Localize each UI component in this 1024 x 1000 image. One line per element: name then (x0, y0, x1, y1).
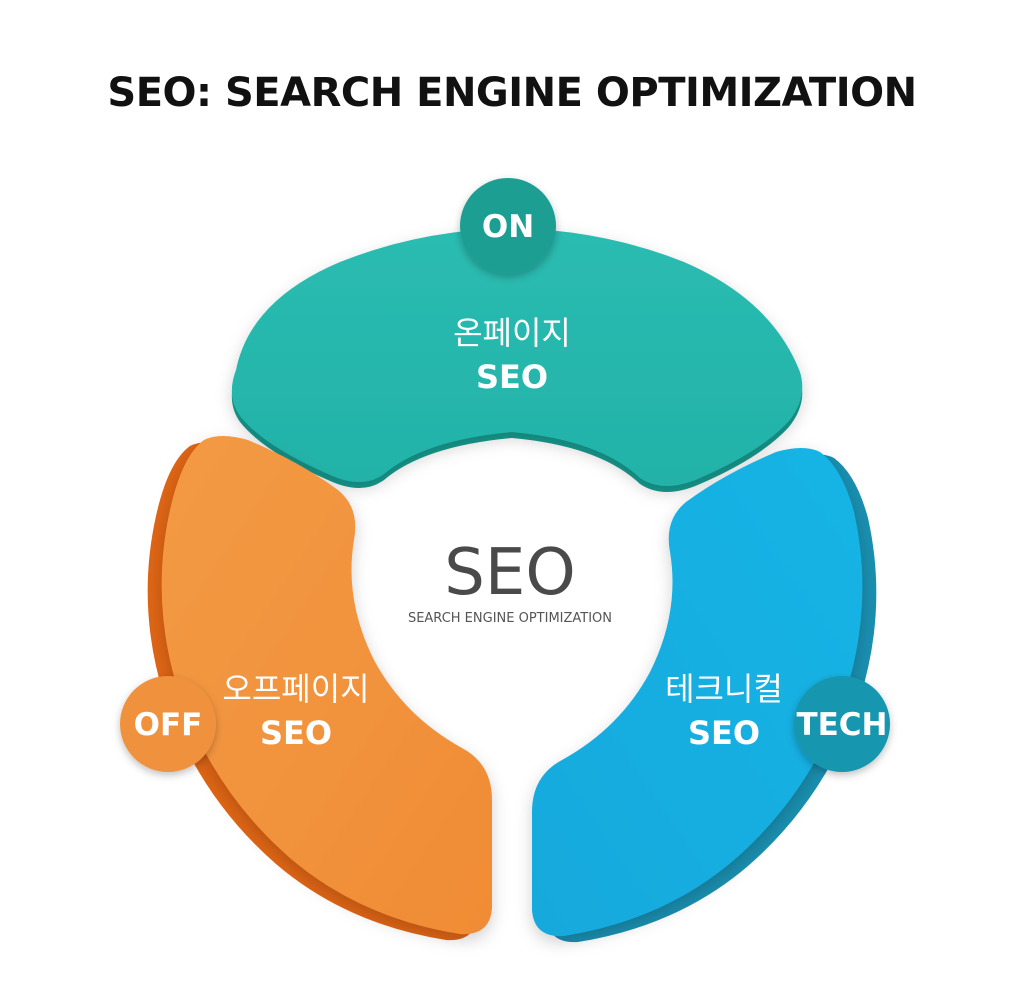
off-page-label-en: SEO (260, 714, 332, 752)
technical-segment: 테크니컬 SEO (532, 448, 877, 943)
off-badge-circle (120, 676, 216, 772)
on-page-label-ko: 온페이지 (453, 314, 571, 352)
on-page-label-en: SEO (476, 358, 548, 396)
tech-badge-label: TECH (796, 707, 887, 743)
on-badge-circle (460, 178, 556, 274)
technical-segment-face (532, 448, 863, 937)
technical-label-ko: 테크니컬 (665, 670, 783, 708)
tech-badge-circle (794, 676, 890, 772)
on-page-segment-face (231, 228, 803, 486)
off-page-segment: 오프페이지 SEO (147, 436, 492, 941)
tech-badge: TECH (794, 676, 890, 772)
center-title: SEO (444, 536, 575, 610)
technical-label-en: SEO (688, 714, 760, 752)
on-badge: ON (460, 178, 556, 274)
off-badge-label: OFF (134, 707, 203, 743)
page-title: SEO: SEARCH ENGINE OPTIMIZATION (107, 70, 917, 116)
on-page-segment: 온페이지 SEO (231, 228, 803, 492)
off-badge: OFF (120, 676, 216, 772)
center-subtitle: SEARCH ENGINE OPTIMIZATION (408, 611, 612, 626)
on-badge-label: ON (482, 209, 534, 245)
off-page-segment-face (161, 436, 492, 935)
center-hub: SEO SEARCH ENGINE OPTIMIZATION (408, 536, 612, 626)
off-page-label-ko: 오프페이지 (222, 670, 369, 708)
